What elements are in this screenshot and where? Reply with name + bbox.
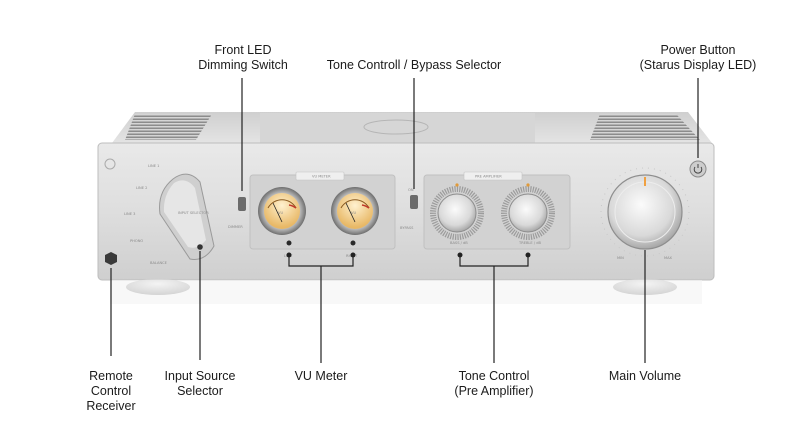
label-line2: LINE 2 xyxy=(136,186,147,190)
callout-remote-receiver: Remote Control Receiver xyxy=(76,369,146,414)
input-selector-knob[interactable] xyxy=(159,173,215,260)
label-bypass: BYPASS xyxy=(400,226,414,230)
label-treble: TREBLE / dB xyxy=(518,241,541,245)
callout-volume-line1: Main Volume xyxy=(608,369,682,383)
label-dimmer: DIMMER xyxy=(228,225,243,229)
callout-front-led-line2: Dimming Switch xyxy=(198,58,288,72)
heatsink-left xyxy=(125,114,212,140)
vu-left-indicator xyxy=(286,240,292,246)
callout-remote-line1: Remote xyxy=(89,369,133,383)
callout-endpoints xyxy=(286,252,531,258)
callout-main-volume: Main Volume xyxy=(597,369,693,384)
bass-knob[interactable] xyxy=(430,186,484,240)
main-volume-knob[interactable] xyxy=(600,167,690,257)
label-vol-min: MIN xyxy=(617,256,624,260)
callout-power-line2: (Starus Display LED) xyxy=(639,58,757,72)
label-input-selector: INPUT SELECTOR xyxy=(178,211,209,215)
callout-tone-line2: (Pre Amplifier) xyxy=(454,384,534,398)
treble-knob[interactable] xyxy=(501,186,555,240)
vu-right-indicator xyxy=(350,240,356,246)
label-line3: LINE 3 xyxy=(124,212,135,216)
callout-input-line1: Input Source xyxy=(164,369,236,383)
callout-power-button: Power Button (Starus Display LED) xyxy=(628,43,768,73)
label-bass: BASS / dB xyxy=(450,241,468,245)
callout-tone-bypass-line1: Tone Controll / Bypass Selector xyxy=(326,58,502,72)
label-line1: LINE 1 xyxy=(148,164,159,168)
label-phono: PHONO xyxy=(130,239,143,243)
bass-indicator xyxy=(455,183,459,187)
vu-meter-left: VU xyxy=(258,187,306,235)
callout-front-led: Front LED Dimming Switch xyxy=(182,43,304,73)
preamp-badge xyxy=(463,171,523,181)
reflection xyxy=(110,280,702,304)
vu-scale-right: VU xyxy=(351,211,356,215)
callout-lines xyxy=(110,78,699,363)
callout-remote-line3: Receiver xyxy=(86,399,136,413)
bypass-switch[interactable] xyxy=(410,195,418,209)
heatsink-right xyxy=(590,114,700,140)
callout-front-led-line1: Front LED xyxy=(214,43,272,57)
vu-badge xyxy=(295,171,345,181)
dimmer-switch[interactable] xyxy=(238,197,246,211)
callout-tone-line1: Tone Control xyxy=(458,369,530,383)
power-button[interactable] xyxy=(689,160,707,178)
callout-tone-bypass: Tone Controll / Bypass Selector xyxy=(318,58,510,73)
brand-logo xyxy=(104,158,116,170)
treble-indicator xyxy=(526,183,530,187)
callout-power-line1: Power Button xyxy=(660,43,736,57)
callout-input-line2: Selector xyxy=(177,384,223,398)
callout-tone-control: Tone Control (Pre Amplifier) xyxy=(440,369,548,399)
top-center-plate xyxy=(260,113,535,143)
label-on: ON xyxy=(408,188,414,192)
preamp-badge-label: PRE AMPLIFIER xyxy=(475,175,502,179)
top-logo-emboss xyxy=(363,119,429,135)
power-icon xyxy=(693,166,703,174)
vu-badge-label: VU METER xyxy=(312,175,331,179)
callout-vu-meter: VU Meter xyxy=(280,369,362,384)
label-vol-max: MAX xyxy=(664,256,673,260)
vu-scale-left: VU xyxy=(278,211,283,215)
callout-remote-line2: Control xyxy=(90,384,132,398)
remote-receiver-window xyxy=(105,252,117,265)
input-indicator-dot xyxy=(197,244,203,250)
callout-vu-line1: VU Meter xyxy=(294,369,348,383)
label-balance: BALANCE xyxy=(150,261,168,265)
vu-meter-right: VU xyxy=(331,187,379,235)
callout-input-selector: Input Source Selector xyxy=(150,369,250,399)
